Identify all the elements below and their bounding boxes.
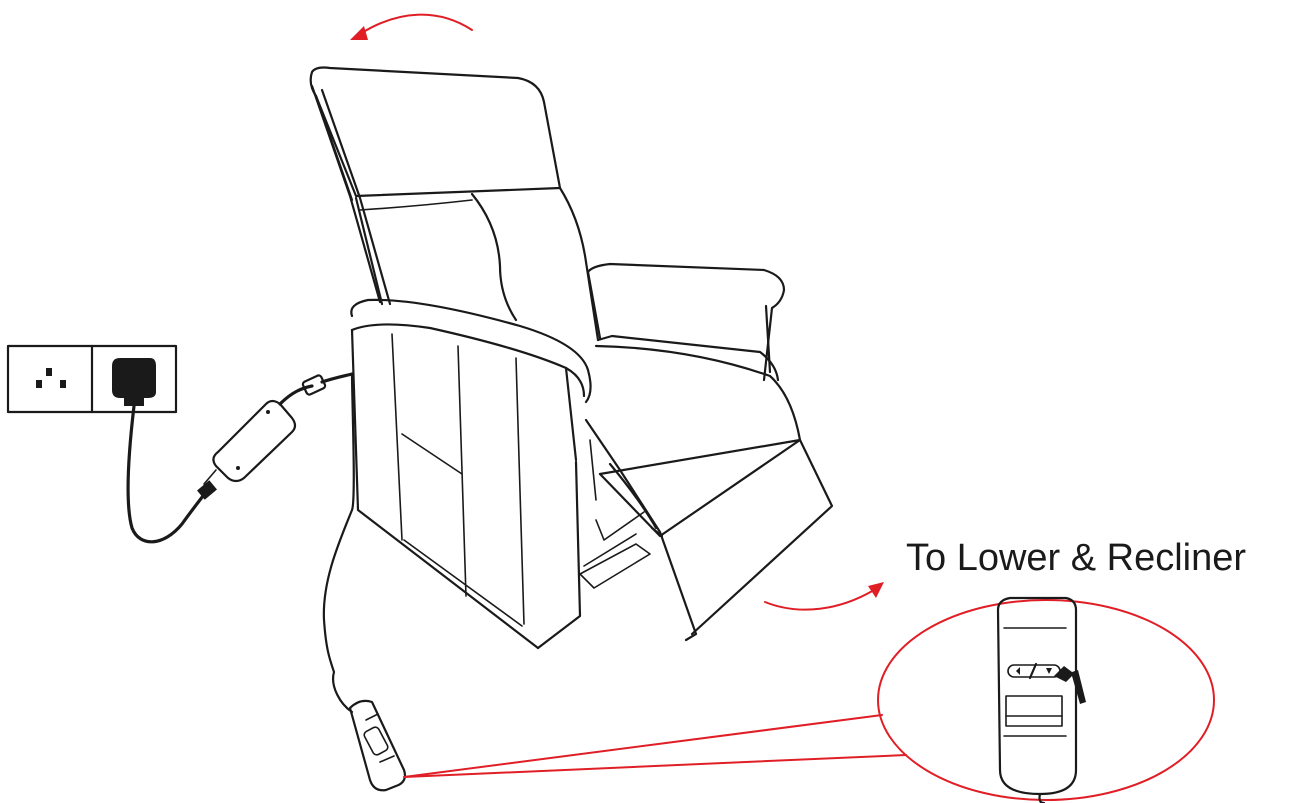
- remote-cord: [324, 374, 354, 712]
- wall-socket-icon: [8, 346, 176, 412]
- enlarged-remote: [998, 598, 1086, 803]
- instruction-caption: To Lower & Recliner: [906, 537, 1246, 580]
- footrest-motion-arrow: [765, 582, 884, 610]
- backrest-motion-arrow: [350, 15, 472, 40]
- transformer-box: [197, 374, 352, 500]
- recliner-chair: [311, 68, 832, 649]
- magnifier-ellipse: [878, 600, 1214, 800]
- power-plug-icon: [112, 358, 156, 398]
- hand-remote-icon: [350, 701, 405, 790]
- pointer-arrow-icon: [1054, 666, 1086, 704]
- power-cord: [128, 406, 206, 542]
- callout-lines: [404, 715, 906, 777]
